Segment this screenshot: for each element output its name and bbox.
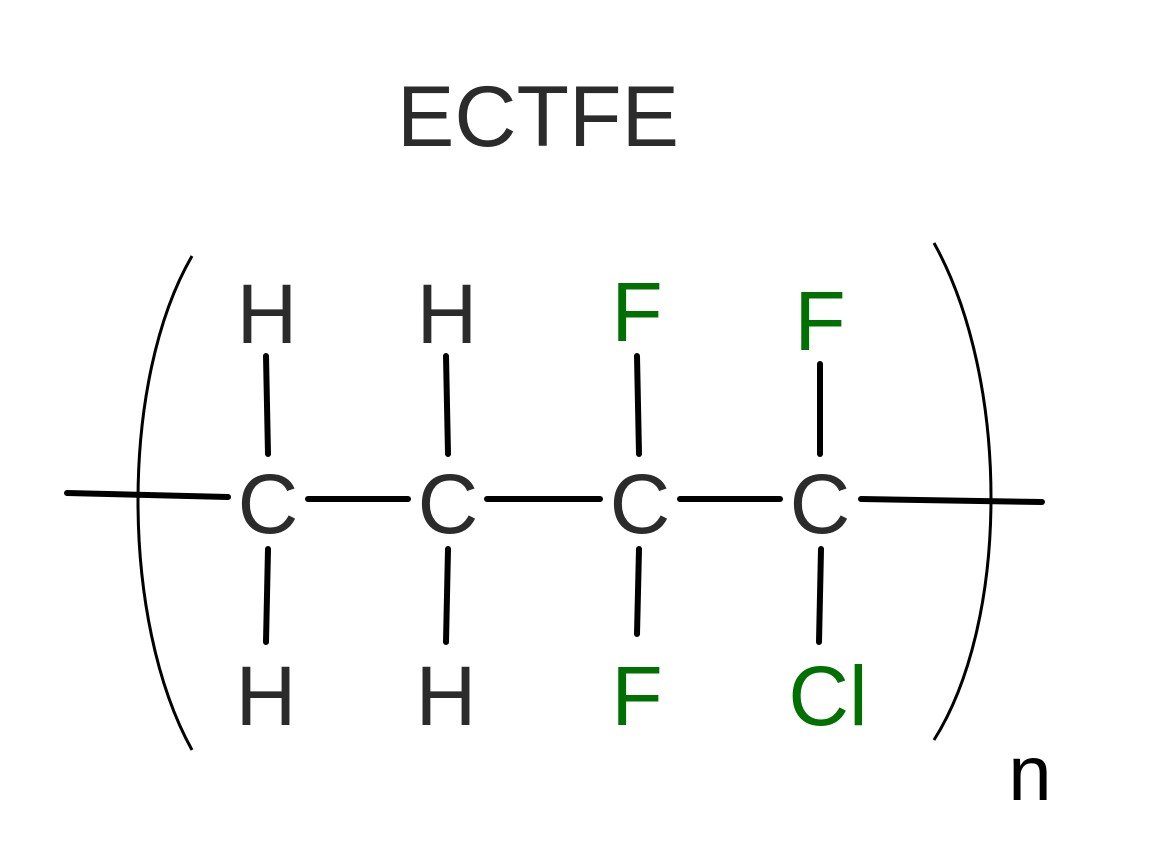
atom-unit1-center: C xyxy=(238,457,299,551)
atom-unit1-top: H xyxy=(237,267,298,361)
bond-c3-top xyxy=(634,353,642,457)
left-bracket xyxy=(136,255,194,751)
chain-bond-left-end xyxy=(64,490,231,500)
right-bracket xyxy=(932,242,993,741)
bond-c3-bottom xyxy=(634,546,642,637)
atom-unit3-center: C xyxy=(610,457,671,551)
bond-c1-bottom xyxy=(263,546,271,645)
atom-unit2-center: C xyxy=(418,457,479,551)
atom-unit4-bottom: Cl xyxy=(788,649,867,743)
atom-unit3-top: F xyxy=(611,265,662,359)
bond-c2-top xyxy=(443,353,451,457)
repeat-subscript: n xyxy=(1008,729,1051,817)
chain-bond-right-end xyxy=(858,496,1045,505)
atom-unit1-bottom: H xyxy=(236,649,297,743)
bond-c4-bottom xyxy=(816,546,824,645)
atom-unit3-bottom: F xyxy=(611,649,662,743)
atom-unit4-top: F xyxy=(794,274,845,368)
bond-c2-bottom xyxy=(443,546,451,645)
atom-unit2-top: H xyxy=(417,267,478,361)
atom-unit2-bottom: H xyxy=(416,649,477,743)
bond-c1-top xyxy=(263,353,271,457)
atom-unit4-center: C xyxy=(790,457,851,551)
diagram-title: ECTFE xyxy=(397,69,679,165)
